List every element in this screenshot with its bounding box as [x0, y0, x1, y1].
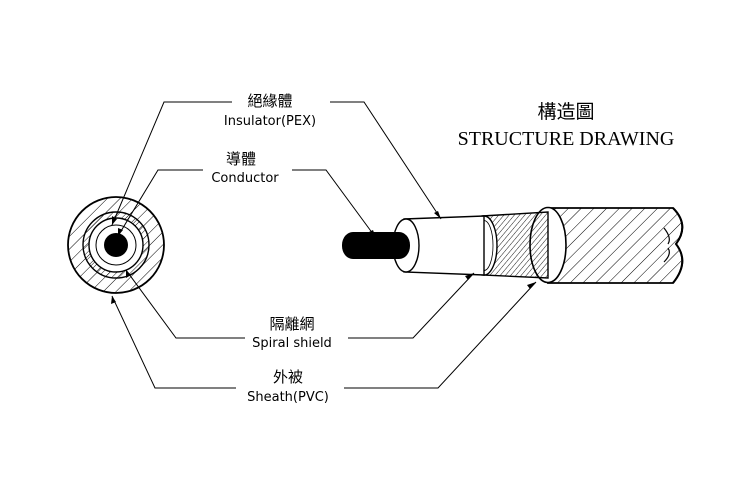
label-sheath-chinese: 外被: [273, 369, 303, 386]
title-english: STRUCTURE DRAWING: [458, 128, 675, 150]
title-chinese: 構造圖: [537, 101, 594, 123]
leader-shield-left: [125, 269, 245, 339]
label-spiral-shield: 隔離網 Spiral shield: [252, 315, 332, 351]
label-spiral-shield-chinese: 隔離網: [269, 315, 314, 333]
label-insulator: 絕緣體 Insulator(PEX): [224, 93, 316, 129]
label-insulator-english: Insulator(PEX): [224, 114, 316, 129]
label-sheath-english: Sheath(PVC): [247, 390, 329, 405]
cross-section: [67, 196, 165, 294]
leader-arrowheads: [111, 211, 536, 304]
label-conductor-chinese: 導體: [226, 151, 256, 168]
leader-sheath-left: [111, 295, 236, 389]
leader-insulator-left: [111, 101, 232, 226]
leader-insulator-right: [330, 101, 442, 220]
conductor-segment: [342, 232, 410, 259]
label-conductor-english: Conductor: [211, 171, 279, 186]
leader-conductor-left: [117, 169, 203, 237]
leader-sheath-right: [344, 281, 537, 389]
sheath-segment: [547, 207, 684, 284]
label-conductor: 導體 Conductor: [211, 151, 279, 186]
leader-conductor-right: [292, 169, 377, 239]
conductor-core: [104, 233, 128, 257]
cable-side-view: [342, 206, 684, 284]
leader-lines: [111, 101, 537, 389]
label-insulator-chinese: 絕緣體: [247, 93, 292, 110]
leader-shield-right: [348, 272, 475, 339]
label-spiral-shield-english: Spiral shield: [252, 336, 332, 351]
label-sheath: 外被 Sheath(PVC): [247, 369, 329, 405]
